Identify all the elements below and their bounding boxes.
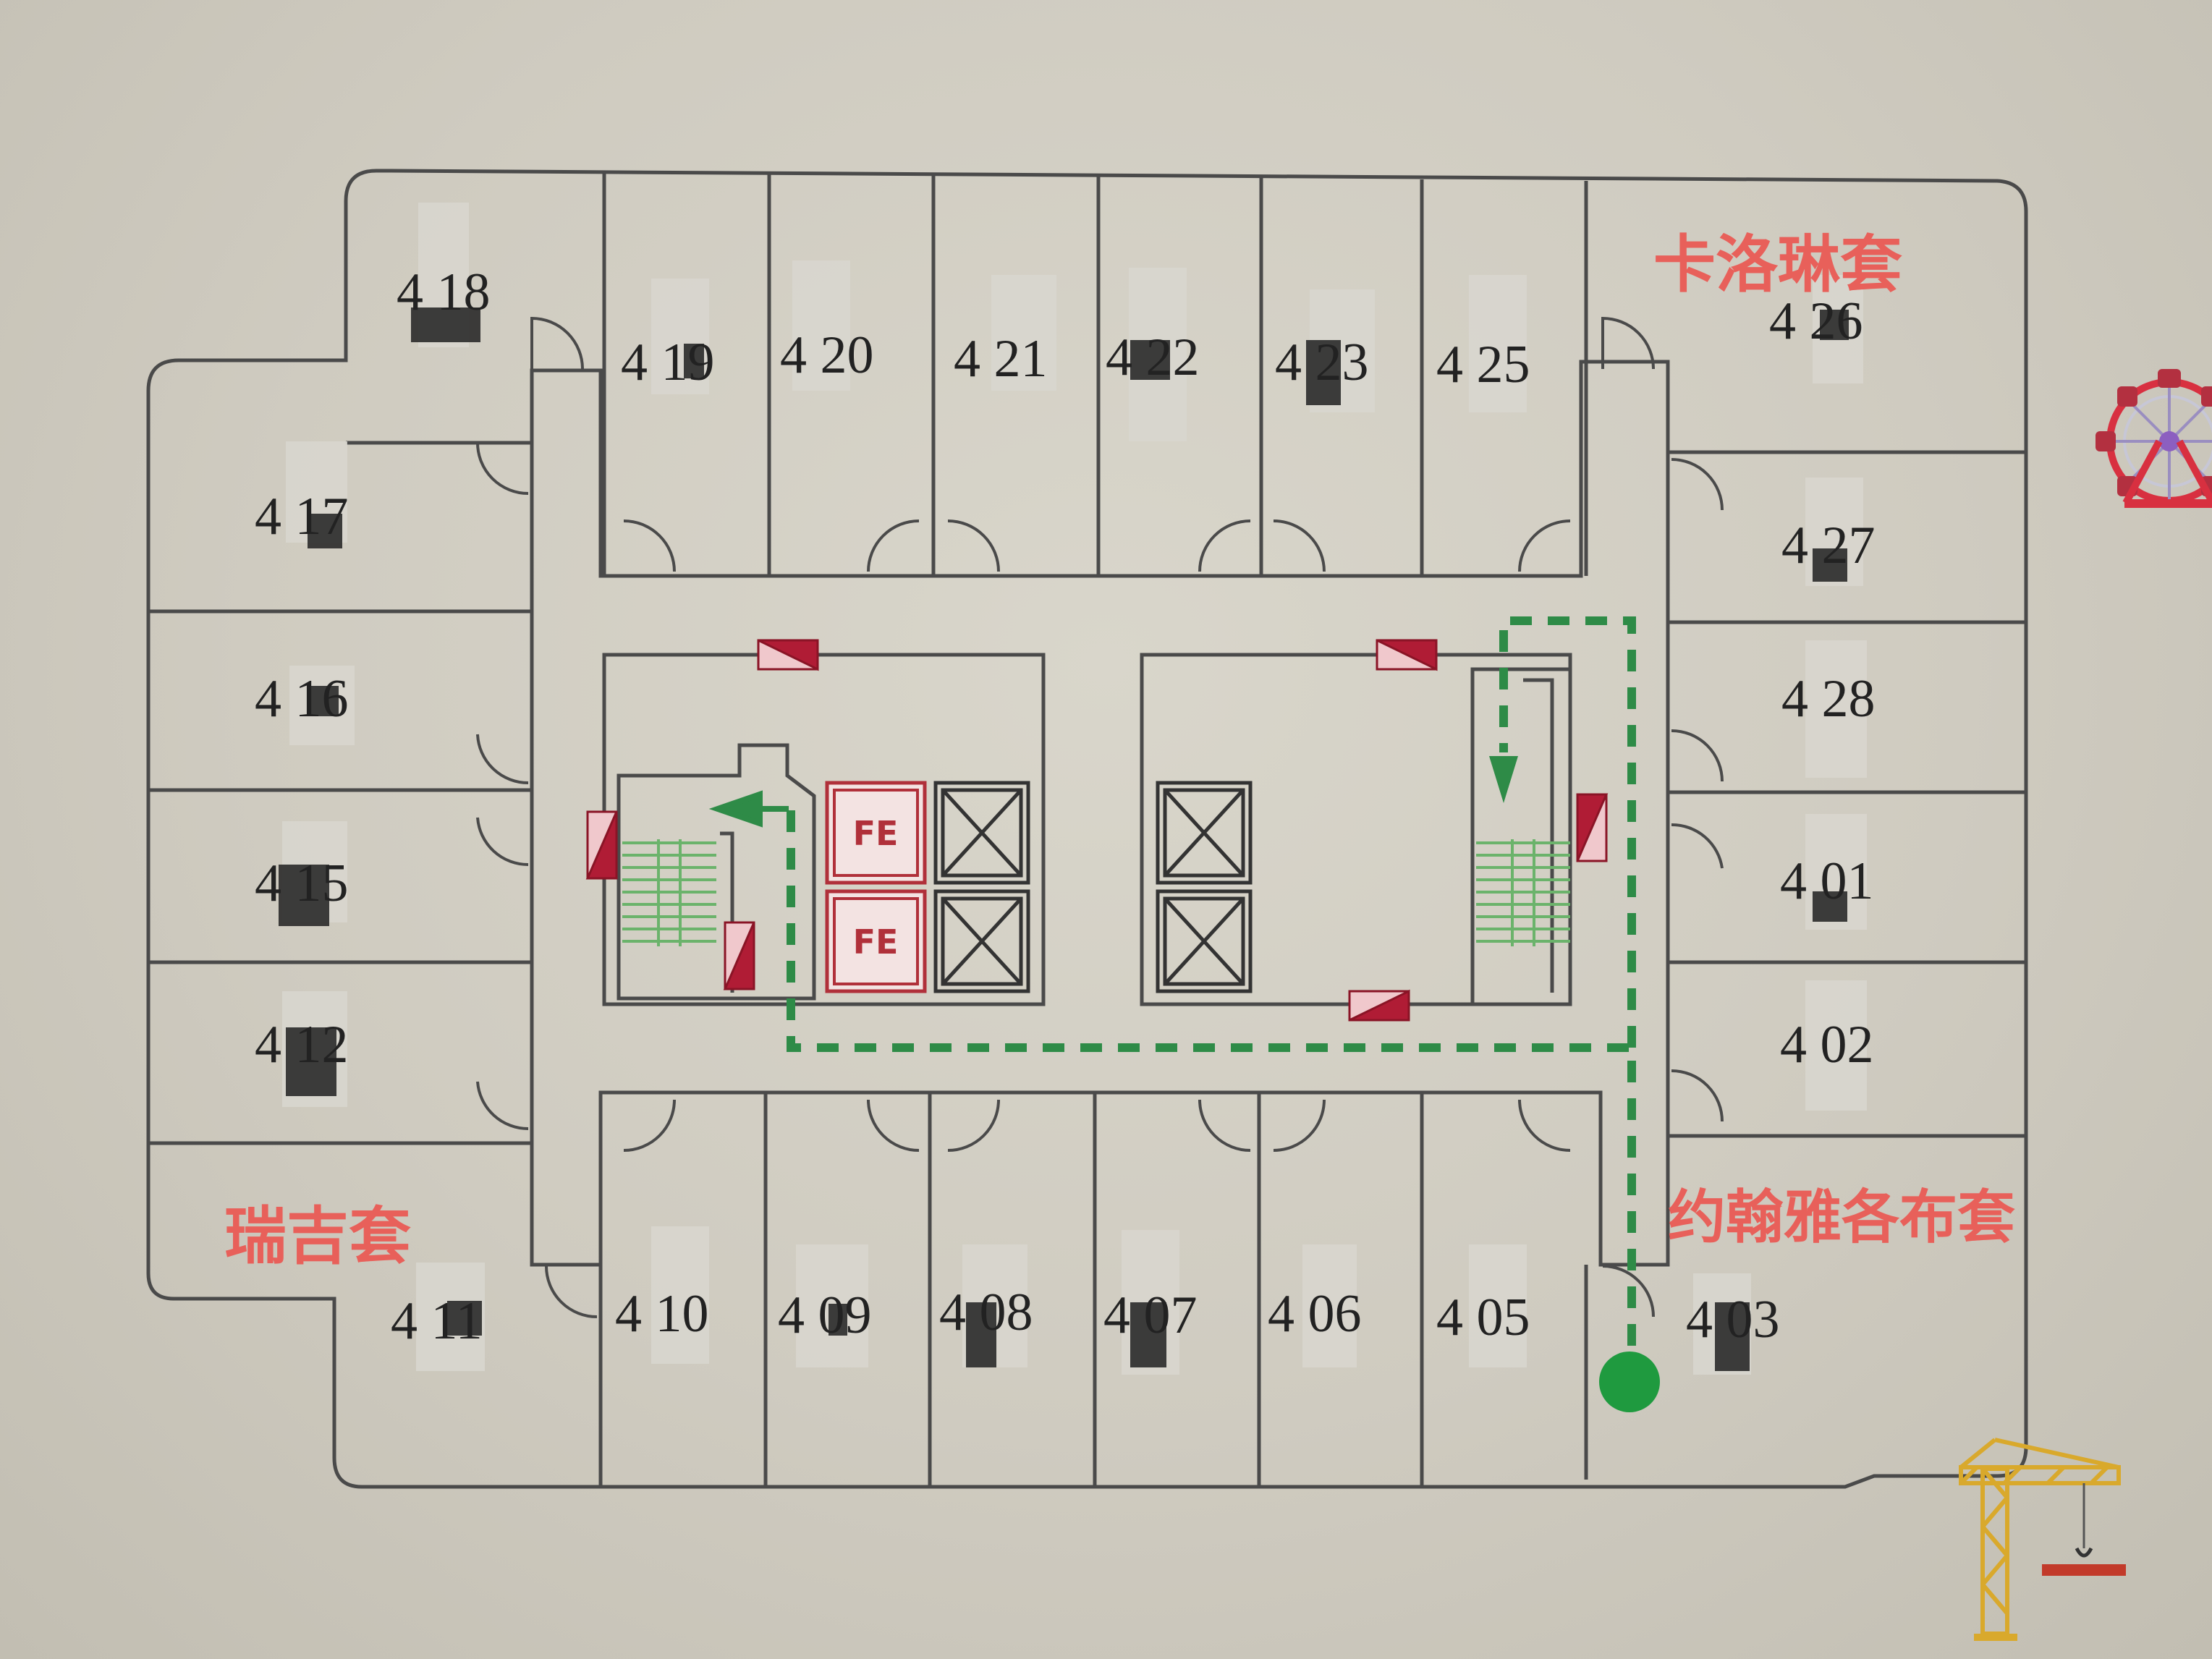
room-4418: 4 18 (397, 263, 491, 322)
room-labels: 4 18 4 19 4 20 4 21 4 22 4 23 4 25 4 26 … (255, 263, 1876, 1351)
bottom-room-walls (598, 1092, 1588, 1487)
room-4409: 4 09 (778, 1286, 872, 1345)
fire-extinguisher-label-1: FE (853, 814, 899, 853)
fire-extinguisher-label-2: FE (853, 922, 899, 962)
top-room-walls (346, 174, 1588, 576)
privacy-blur (279, 203, 1867, 1375)
suite-label-caroline: 卡洛琳套 (1653, 229, 1902, 301)
room-4425: 4 25 (1436, 335, 1530, 394)
left-core (602, 653, 1046, 1006)
room-4426: 4 26 (1769, 292, 1863, 351)
exit-arrow-down-icon (1489, 756, 1518, 803)
left-stairs-icon (622, 839, 716, 946)
room-4401: 4 01 (1780, 852, 1874, 911)
right-room-walls (1668, 450, 2026, 1138)
room-4428: 4 28 (1781, 669, 1876, 729)
right-stairs-icon (1476, 839, 1570, 946)
room-4416: 4 16 (255, 669, 349, 729)
left-stair-well (616, 743, 816, 1001)
room-4421: 4 21 (954, 329, 1048, 389)
evacuation-route-upper (1499, 616, 1636, 1048)
exit-arrow-icon (708, 790, 789, 828)
room-4402: 4 02 (1780, 1015, 1874, 1074)
room-4415: 4 15 (255, 854, 349, 913)
room-4423: 4 23 (1275, 333, 1369, 392)
room-4412: 4 12 (255, 1015, 349, 1074)
room-4411: 4 11 (391, 1291, 483, 1351)
room-4406: 4 06 (1268, 1284, 1362, 1344)
doors (476, 316, 1724, 1318)
room-4417: 4 17 (255, 487, 349, 546)
room-4408: 4 08 (939, 1283, 1033, 1342)
room-4405: 4 05 (1436, 1288, 1530, 1347)
left-room-walls (148, 609, 532, 1145)
room-4427: 4 27 (1781, 516, 1876, 575)
fire-alarm-icon (585, 639, 1609, 1022)
evacuation-route (787, 809, 1636, 1346)
right-stair-inner (1523, 678, 1554, 993)
room-4403: 4 03 (1686, 1290, 1780, 1349)
room-4420: 4 20 (780, 326, 874, 385)
you-are-here-marker (1599, 1352, 1660, 1412)
elevator-icon (933, 781, 1253, 993)
room-4410: 4 10 (615, 1284, 709, 1344)
suite-label-ruiji: 瑞吉套 (224, 1200, 411, 1273)
building-outline (146, 169, 2028, 1489)
ferris-wheel-icon (2096, 369, 2212, 508)
room-4407: 4 07 (1103, 1286, 1198, 1345)
construction-crane-icon (1959, 1438, 2126, 1641)
room-4422: 4 22 (1106, 328, 1200, 387)
suite-label-johnyageb: 约翰雅各布套 (1668, 1184, 2015, 1251)
right-stair-well (1470, 667, 1570, 1004)
fire-extinguisher-icon (825, 781, 927, 993)
room-4419: 4 19 (621, 333, 715, 392)
